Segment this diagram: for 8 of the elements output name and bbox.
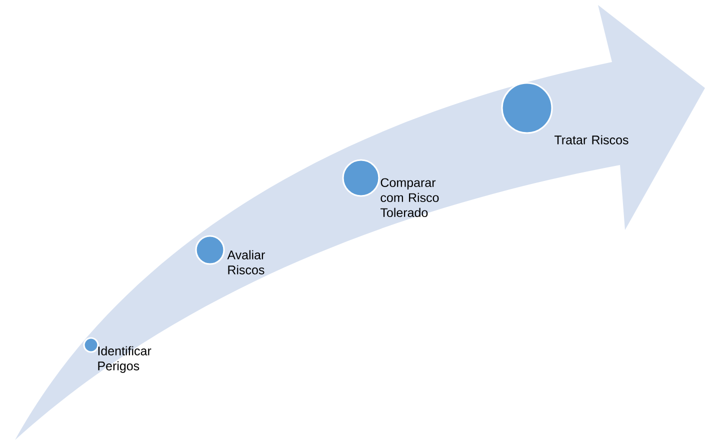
step-label: Avaliar Riscos: [227, 250, 265, 274]
step-circle: [342, 159, 380, 197]
step-circle: [501, 82, 553, 134]
step-circle: [195, 235, 225, 265]
step-label: Comparar com Risco Tolerado: [380, 178, 439, 218]
step-circle: [83, 337, 99, 353]
step-label: Tratar Riscos: [554, 135, 628, 144]
step-label: Identificar Perigos: [98, 346, 152, 373]
